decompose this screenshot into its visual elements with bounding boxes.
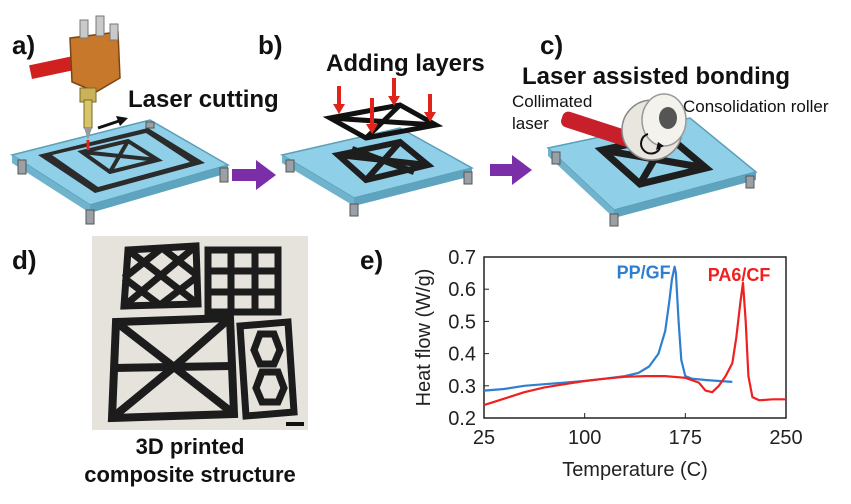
x-tick-label: 250 — [769, 427, 802, 449]
laser-label: laser — [512, 114, 549, 133]
y-tick-label: 0.4 — [448, 344, 476, 366]
scale-bar — [286, 422, 304, 426]
y-tick-label: 0.3 — [448, 376, 476, 398]
x-tick-label: 100 — [568, 427, 601, 449]
laser-head-icon — [29, 15, 121, 150]
panel-d-caption-line1: 3D printed — [135, 434, 245, 459]
adding-layers-caption: Adding layers — [326, 50, 485, 77]
panel-c-letter: c) — [540, 30, 564, 60]
x-tick-label: 175 — [669, 427, 702, 449]
panel-d-letter: d) — [12, 245, 37, 275]
cutting-direction-arrow-icon — [97, 116, 128, 130]
laser-cutting-caption: Laser cutting — [128, 86, 279, 113]
y-tick-label: 0.2 — [448, 408, 476, 430]
printed-structures-photo — [92, 236, 308, 430]
panel-a-build-plate — [10, 119, 230, 213]
x-axis-label: Temperature (C) — [562, 459, 708, 481]
collimated-laser-icon — [561, 111, 639, 149]
panel-b-letter: b) — [258, 30, 283, 60]
consolidation-roller-icon — [621, 93, 687, 161]
series-line-pp-gf — [483, 265, 733, 392]
process-arrow-icon — [232, 160, 276, 190]
series-labels: PP/GF PA6/CF — [617, 263, 771, 285]
panel-a-letter: a) — [12, 30, 36, 60]
series-label: PP/GF — [617, 263, 671, 283]
y-tick-label: 0.6 — [448, 279, 476, 301]
panel-c-standoff-feet — [551, 151, 755, 227]
panel-b-build-plate — [280, 127, 475, 206]
series-label: PA6/CF — [708, 265, 771, 285]
y-axis-ticks: 0.2 0.3 0.4 0.5 0.6 0.7 — [448, 247, 489, 430]
panel-d-caption-line2: composite structure — [84, 462, 296, 487]
panel-a-standoff-feet — [17, 121, 229, 225]
y-axis-label: Heat flow (W/g) — [413, 269, 435, 407]
panel-b-standoff-feet — [285, 159, 473, 217]
panel-e-letter: e) — [360, 245, 384, 275]
process-arrow-icon-2 — [490, 155, 532, 185]
x-tick-label: 25 — [473, 427, 495, 449]
y-tick-label: 0.5 — [448, 311, 476, 333]
collimated-label: Collimated — [512, 92, 593, 111]
laser-assisted-bonding-caption: Laser assisted bonding — [522, 63, 791, 90]
series-lines — [483, 265, 786, 407]
x-axis-ticks: 25 100 175 250 — [473, 413, 803, 449]
down-arrows-icon — [333, 78, 436, 134]
plot-frame — [483, 256, 787, 419]
consolidation-roller-label: Consolidation roller — [683, 97, 829, 116]
series-line-pa6-cf — [483, 281, 786, 407]
y-tick-label: 0.7 — [448, 247, 476, 269]
